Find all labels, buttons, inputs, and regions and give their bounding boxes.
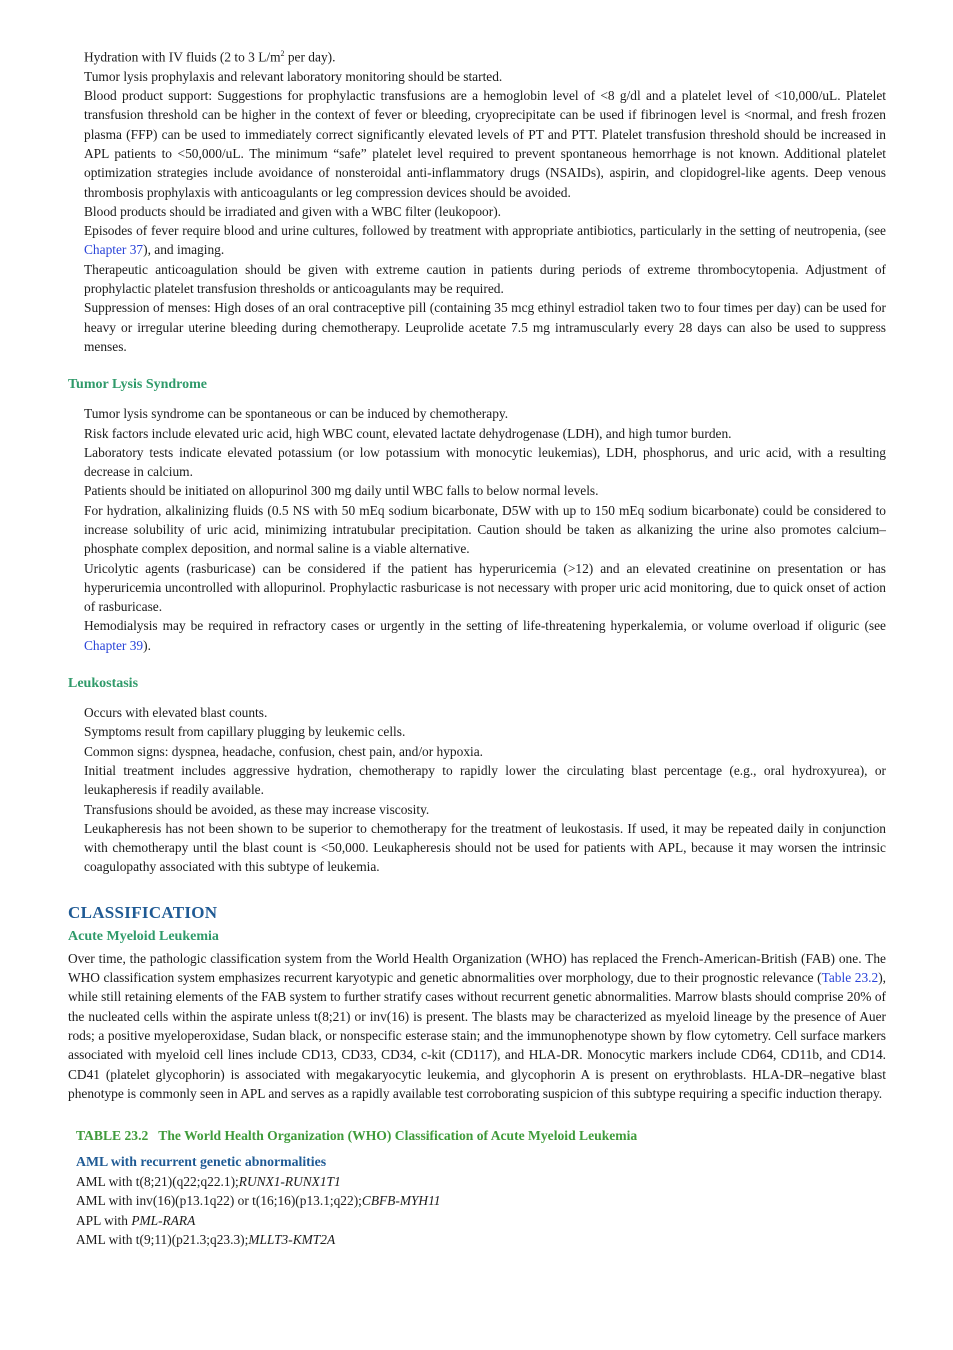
section-subheading: Leukostasis: [68, 676, 139, 692]
table-group-heading: AML with recurrent genetic abnormalities: [76, 1154, 327, 1170]
list-item: Risk factors include elevated uric acid,…: [84, 425, 732, 441]
list-item: Patients should be initiated on allopuri…: [84, 483, 599, 499]
list-item: For hydration, alkalinizing fluids (0.5 …: [84, 502, 886, 557]
classification-section: CLASSIFICATION Acute Myeloid Leukemia Ov…: [68, 901, 886, 1103]
list-item: Laboratory tests indicate elevated potas…: [84, 444, 886, 480]
list-item: Occurs with elevated blast counts.: [84, 705, 268, 721]
table-row: AML with t(8;21)(q22;q22.1);RUNX1-RUNX1T…: [76, 1174, 341, 1190]
list-item: Uricolytic agents (rasburicase) can be c…: [84, 560, 886, 615]
list-item: Hydration with IV fluids (2 to 3 L/m2 pe…: [84, 49, 336, 65]
list-item: Therapeutic anticoagulation should be gi…: [84, 261, 886, 297]
list-item: Initial treatment includes aggressive hy…: [84, 762, 886, 798]
list-item: Tumor lysis prophylaxis and relevant lab…: [84, 68, 503, 84]
tumor-lysis-section: Tumor Lysis Syndrome Tumor lysis syndrom…: [68, 375, 886, 655]
list-item: Leukapheresis has not been shown to be s…: [84, 820, 886, 875]
chapter-37-link[interactable]: Chapter 37: [84, 242, 144, 258]
page-content: Hydration with IV fluids (2 to 3 L/m2 pe…: [68, 44, 886, 1249]
leukostasis-section: Leukostasis Occurs with elevated blast c…: [68, 674, 886, 877]
list-item: Symptoms result from capillary plugging …: [84, 724, 406, 740]
list-item: Tumor lysis syndrome can be spontaneous …: [84, 406, 509, 422]
chapter-39-link[interactable]: Chapter 39: [84, 637, 144, 653]
list-item: Suppression of menses: High doses of an …: [84, 300, 886, 354]
table-row: AML with t(9;11)(p21.3;q23.3);MLLT3-KMT2…: [76, 1232, 336, 1248]
list-item: Blood product support: Suggestions for p…: [84, 88, 886, 200]
table-number: TABLE 23.2: [76, 1128, 149, 1144]
table-23-2-link[interactable]: Table 23.2: [821, 970, 879, 986]
section-subheading: Acute Myeloid Leukemia: [68, 928, 219, 944]
list-item: Episodes of fever require blood and urin…: [84, 223, 886, 258]
tumor-lysis-list: Tumor lysis syndrome can be spontaneous …: [68, 404, 886, 655]
classification-paragraph: Over time, the pathologic classification…: [68, 950, 886, 1101]
section-heading: CLASSIFICATION: [68, 902, 218, 922]
table-row: APL with PML-RARA: [76, 1212, 196, 1228]
list-item: Hemodialysis may be required in refracto…: [84, 618, 886, 653]
list-item: Common signs: dyspnea, headache, confusi…: [84, 743, 484, 759]
supportive-care-list: Hydration with IV fluids (2 to 3 L/m2 pe…: [68, 44, 886, 356]
table-row: AML with inv(16)(p13.1q22) or t(16;16)(p…: [76, 1193, 441, 1209]
section-subheading: Tumor Lysis Syndrome: [68, 377, 208, 393]
list-item: Transfusions should be avoided, as these…: [84, 801, 430, 817]
list-item: Blood products should be irradiated and …: [84, 203, 502, 219]
leukostasis-list: Occurs with elevated blast counts. Sympt…: [68, 703, 886, 877]
